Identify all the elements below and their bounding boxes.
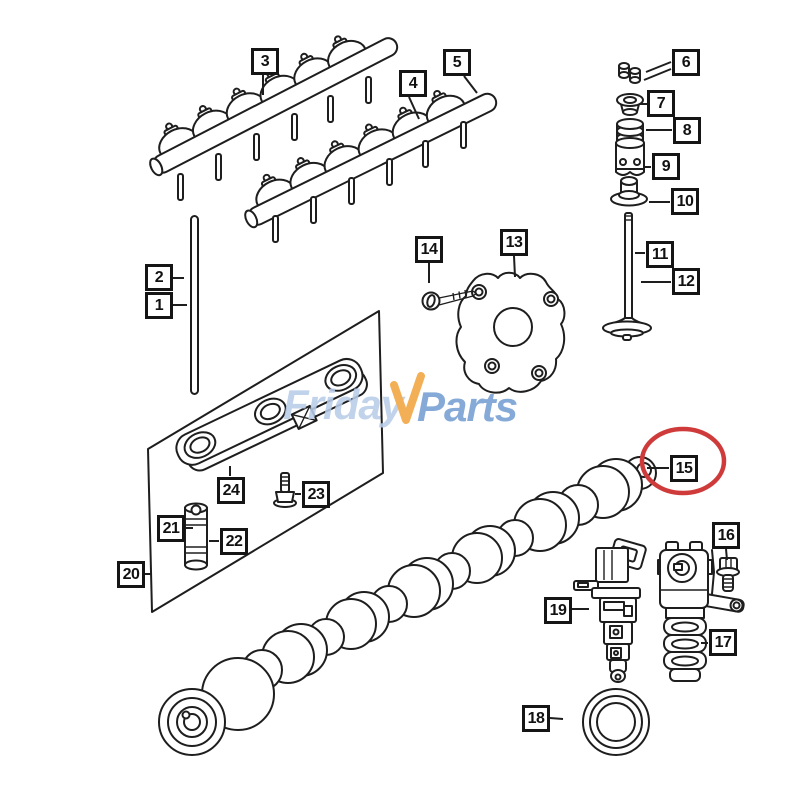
callout-3: 3 [251,48,279,75]
callout-22-number: 22 [225,532,243,550]
callout-1: 1 [145,292,173,319]
callout-3-number: 3 [260,52,270,70]
callout-13-number: 13 [505,233,523,251]
callout-18: 18 [522,705,550,732]
callout-10: 10 [671,188,699,215]
callout-15-number: 15 [675,459,693,477]
rocker-arm-shaft-exhaust-drawing [149,35,399,201]
callout-6-number: 6 [681,53,691,71]
seal-ring-drawing [582,688,650,756]
callout-14-number: 14 [420,240,438,258]
valve-drawing [602,212,652,341]
callout-16-number: 16 [717,526,735,544]
callout-4: 4 [399,70,427,97]
rocker-arm-shaft-intake-drawing [244,89,498,243]
watermark: Friday Parts [283,372,518,430]
lifter-guide-yoke-drawing [175,357,368,472]
pushrod-drawing [190,215,199,395]
callout-2: 2 [145,264,173,291]
callout-17: 17 [709,629,737,656]
callout-16: 16 [712,522,740,549]
callout-14: 14 [415,236,443,263]
callout-18-number: 18 [527,709,545,727]
callout-19-number: 19 [549,601,567,619]
callout-2-number: 2 [154,268,164,286]
callout-13: 13 [500,229,528,256]
guide-bolt-drawing [273,472,297,508]
callout-12-number: 12 [677,272,695,290]
callout-21: 21 [157,515,185,542]
lifter-group-box-outline [147,310,384,613]
callout-12: 12 [672,268,700,295]
callout-8-number: 8 [682,121,692,139]
callout-11: 11 [646,241,674,268]
callout-9: 9 [652,153,680,180]
hydraulic-lifter-drawing [184,502,208,571]
callout-23: 23 [302,481,330,508]
callout-17-number: 17 [714,633,732,651]
countersunk-screw-drawing [421,289,478,311]
callout-10-number: 10 [676,192,694,210]
callout-11-number: 11 [652,245,668,263]
camshaft-drawing [158,456,657,756]
callout-24: 24 [217,477,245,504]
cover-plate-drawing [455,271,566,394]
callout-9-number: 9 [661,157,671,175]
callout-7-number: 7 [656,94,666,112]
callout-22: 22 [220,528,248,555]
callout-6: 6 [672,49,700,76]
callout-15: 15 [670,455,698,482]
valve-lifter-bucket-drawing [615,137,645,176]
callout-8: 8 [673,117,701,144]
callout-7: 7 [647,90,675,117]
callout-21-number: 21 [162,519,180,537]
highlight-ellipse [639,426,727,496]
callout-1-number: 1 [154,296,164,314]
vvt-solenoid-drawing [657,541,745,682]
callout-19: 19 [544,597,572,624]
watermark-word1: Friday [283,381,407,428]
cam-sensor-solenoid-drawing [573,538,647,683]
callout-24-number: 24 [222,481,240,499]
callout-5-number: 5 [452,53,462,71]
callout-5: 5 [443,49,471,76]
leader-lines [144,61,728,720]
callout-4-number: 4 [408,74,418,92]
callout-20-number: 20 [122,565,140,583]
callout-23-number: 23 [307,485,325,503]
solenoid-bolt-drawing [716,557,740,592]
watermark-word2: Parts [417,383,517,430]
valve-keepers-drawing [618,62,641,84]
spring-retainer-drawing [616,93,644,116]
watermark-check-icon [390,372,425,424]
valve-stem-seal-drawing [610,176,648,207]
callout-20: 20 [117,561,145,588]
